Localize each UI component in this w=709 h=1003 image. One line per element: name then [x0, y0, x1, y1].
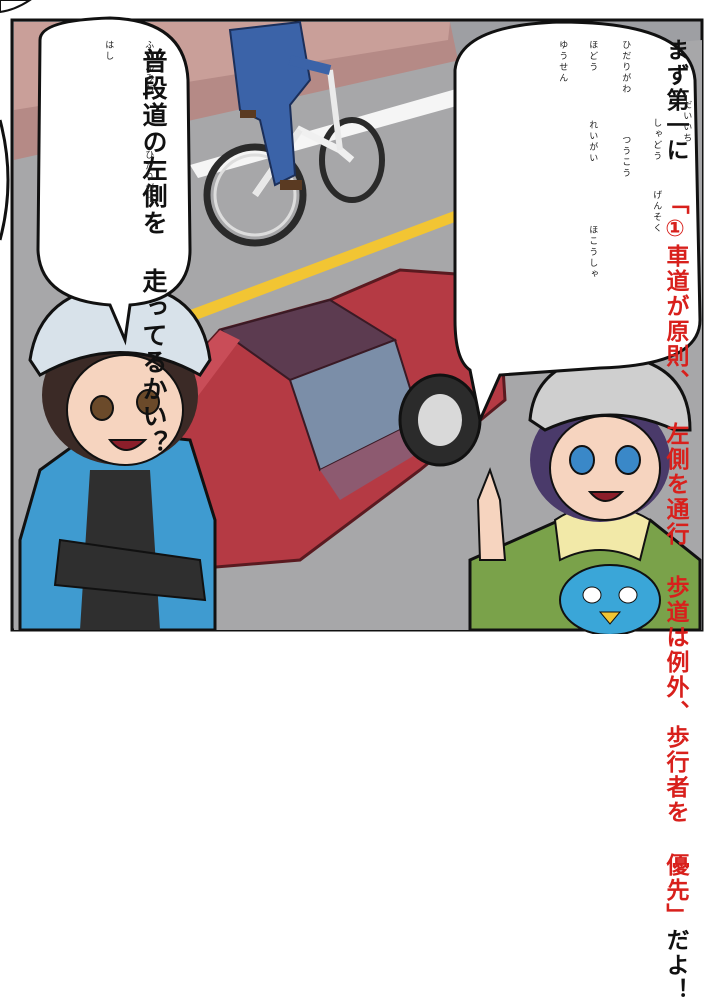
right-ruby-1: だいいち [681, 100, 692, 144]
right-speech-bubble [453, 20, 702, 425]
boy-character [18, 283, 217, 632]
prev-bubble-edge [0, 119, 10, 241]
left-ruby-1: ふだんみち [143, 40, 154, 95]
girl-character [468, 353, 702, 634]
right-ruby-9: ゆうせん [557, 40, 568, 84]
right-bubble-line-3: 左側を通行 [662, 422, 688, 547]
right-bubble-line-5-red: 優先」 [662, 853, 688, 928]
left-speech-bubble [36, 16, 192, 346]
right-ruby-3: げんそく [651, 190, 662, 234]
panel-illustration [0, 0, 704, 634]
right-bubble-line-2: 「①車道が原則、 [662, 191, 688, 394]
right-ruby-5: つうこう [620, 135, 631, 179]
left-ruby-3: ひだりがわ [143, 150, 154, 205]
yellow-center-line [190, 205, 476, 320]
left-bubble-line-2: 走ってるかい？ [139, 268, 168, 457]
right-ruby-8: ほこうしゃ [587, 225, 598, 280]
right-bubble-line-5: 優先」だよ！ [660, 853, 689, 1003]
right-bubble-text: まず第一に 「①車道が原則、 左側を通行 歩道は例外、歩行者を 優先」だよ！ [660, 38, 689, 1003]
right-bubble-line-4: 歩道は例外、歩行者を [662, 575, 688, 825]
left-ruby-2: はし [103, 40, 114, 62]
right-ruby-4: ひだりがわ [620, 40, 631, 95]
cyclist [203, 20, 385, 247]
right-bubble-line-1: まず第一に [662, 38, 688, 163]
left-bubble-text: 普段道の左側を 走ってるかい？ [138, 48, 169, 457]
right-ruby-2: しゃどう [651, 118, 662, 162]
right-ruby-7: れいがい [587, 120, 598, 164]
right-ruby-6: ほどう [587, 40, 598, 73]
right-bubble-line-5-black: だよ！ [662, 928, 688, 1003]
left-bubble-line-1: 普段道の左側を [139, 48, 168, 237]
prev-bubble-fragment [0, 0, 32, 14]
